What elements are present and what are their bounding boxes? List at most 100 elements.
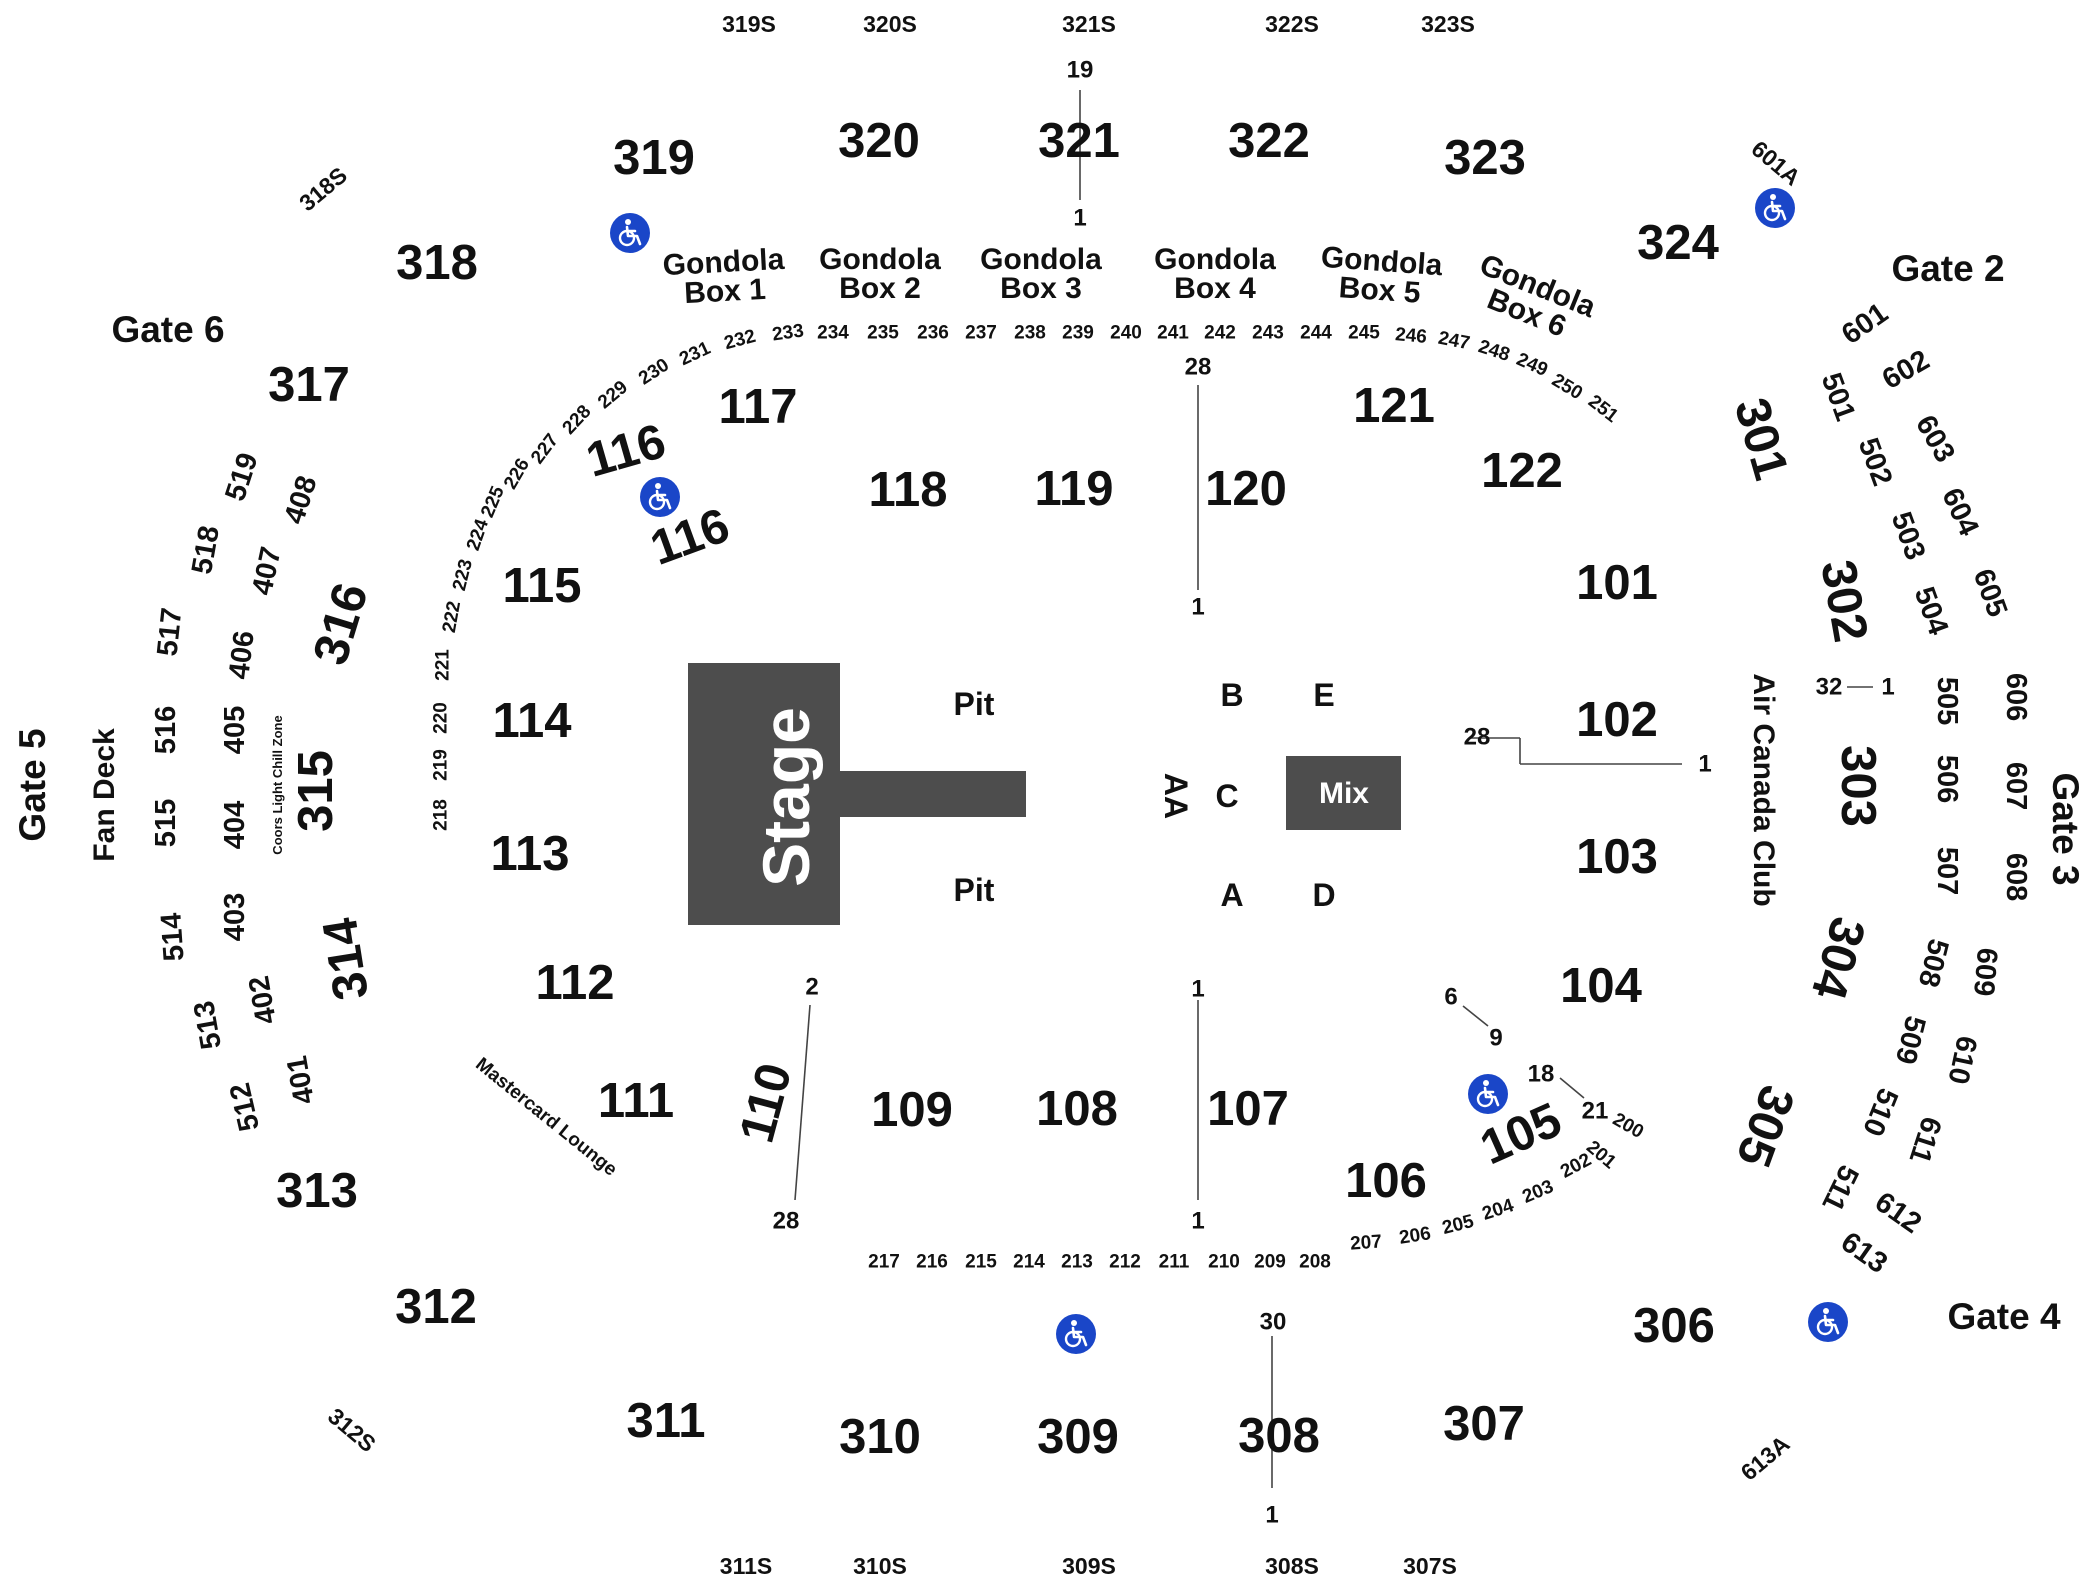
section-248[interactable]: 248 (1476, 336, 1513, 366)
section-238[interactable]: 238 (1014, 323, 1046, 344)
section-229[interactable]: 229 (594, 377, 632, 413)
gondola-box-5[interactable]: GondolaBox 5 (1318, 241, 1444, 311)
floor-b[interactable]: B (1220, 677, 1243, 713)
section-306[interactable]: 306 (1633, 1299, 1715, 1353)
section-241[interactable]: 241 (1157, 323, 1189, 344)
section-606[interactable]: 606 (2000, 673, 2032, 721)
suite-307s[interactable]: 307S (1403, 1553, 1457, 1579)
section-304[interactable]: 304 (1801, 911, 1875, 1004)
suite-311s[interactable]: 311S (720, 1553, 772, 1579)
section-405[interactable]: 405 (219, 706, 251, 754)
section-119[interactable]: 119 (1034, 462, 1113, 516)
section-510[interactable]: 510 (1856, 1084, 1904, 1141)
section-204[interactable]: 204 (1480, 1195, 1517, 1225)
section-102[interactable]: 102 (1576, 693, 1658, 747)
section-249[interactable]: 249 (1513, 349, 1551, 381)
section-307[interactable]: 307 (1443, 1397, 1525, 1451)
section-200[interactable]: 200 (1609, 1109, 1647, 1143)
suite-318s[interactable]: 318S (294, 162, 352, 216)
section-607[interactable]: 607 (2000, 762, 2032, 810)
suite-309s[interactable]: 309S (1062, 1553, 1116, 1579)
section-240[interactable]: 240 (1110, 323, 1142, 344)
section-612[interactable]: 612 (1869, 1186, 1927, 1240)
section-604[interactable]: 604 (1935, 483, 1984, 540)
section-519[interactable]: 519 (219, 449, 264, 505)
section-106[interactable]: 106 (1345, 1154, 1427, 1208)
section-206[interactable]: 206 (1398, 1223, 1433, 1249)
section-513[interactable]: 513 (188, 998, 228, 1051)
section-234[interactable]: 234 (817, 323, 849, 344)
section-508[interactable]: 508 (1912, 936, 1955, 991)
section-316[interactable]: 316 (303, 577, 379, 671)
section-305[interactable]: 305 (1726, 1078, 1805, 1173)
section-215[interactable]: 215 (965, 1252, 997, 1273)
section-207[interactable]: 207 (1349, 1231, 1382, 1254)
suite-323s[interactable]: 323S (1421, 11, 1475, 37)
section-121[interactable]: 121 (1353, 379, 1435, 433)
section-222[interactable]: 222 (439, 600, 465, 635)
section-402[interactable]: 402 (243, 973, 283, 1026)
section-401[interactable]: 401 (281, 1053, 321, 1106)
section-403[interactable]: 403 (219, 893, 251, 941)
section-310[interactable]: 310 (839, 1410, 921, 1464)
section-247[interactable]: 247 (1436, 328, 1471, 355)
section-232[interactable]: 232 (722, 326, 758, 354)
section-107[interactable]: 107 (1207, 1082, 1289, 1136)
floor-d[interactable]: D (1312, 877, 1335, 913)
section-110[interactable]: 110 (730, 1058, 803, 1148)
suite-322s[interactable]: 322S (1265, 11, 1319, 37)
section-108[interactable]: 108 (1036, 1082, 1118, 1136)
suite-319s[interactable]: 319S (722, 11, 776, 37)
section-237[interactable]: 237 (965, 323, 997, 344)
section-509[interactable]: 509 (1889, 1013, 1932, 1068)
section-214[interactable]: 214 (1013, 1252, 1045, 1273)
section-114[interactable]: 114 (492, 694, 571, 748)
section-203[interactable]: 203 (1519, 1176, 1556, 1208)
section-318[interactable]: 318 (396, 236, 478, 290)
section-516[interactable]: 516 (150, 706, 182, 754)
section-213[interactable]: 213 (1061, 1252, 1093, 1273)
section-408[interactable]: 408 (278, 472, 323, 528)
section-250[interactable]: 250 (1548, 370, 1586, 404)
section-118[interactable]: 118 (868, 463, 947, 517)
section-502[interactable]: 502 (1852, 434, 1899, 490)
section-218[interactable]: 218 (431, 799, 452, 831)
section-113[interactable]: 113 (490, 827, 569, 881)
section-220[interactable]: 220 (431, 702, 452, 734)
section-611[interactable]: 611 (1903, 1113, 1948, 1167)
section-219[interactable]: 219 (431, 749, 452, 781)
section-211[interactable]: 211 (1159, 1252, 1190, 1273)
floor-c[interactable]: C (1215, 778, 1238, 814)
section-610[interactable]: 610 (1941, 1033, 1982, 1087)
section-504[interactable]: 504 (1908, 583, 1955, 639)
suite-320s[interactable]: 320S (863, 11, 917, 37)
section-235[interactable]: 235 (867, 323, 899, 344)
section-236[interactable]: 236 (917, 323, 949, 344)
section-605[interactable]: 605 (1967, 565, 2014, 621)
section-233[interactable]: 233 (771, 320, 805, 345)
section-242[interactable]: 242 (1204, 323, 1236, 344)
section-308[interactable]: 308 (1238, 1409, 1320, 1463)
section-503[interactable]: 503 (1885, 508, 1932, 564)
section-122[interactable]: 122 (1481, 444, 1563, 498)
section-303[interactable]: 303 (1831, 745, 1885, 827)
section-217[interactable]: 217 (868, 1252, 900, 1273)
section-230[interactable]: 230 (635, 355, 673, 390)
section-314[interactable]: 314 (313, 914, 379, 1003)
floor-a[interactable]: A (1220, 877, 1243, 913)
section-512[interactable]: 512 (224, 1080, 266, 1134)
section-302[interactable]: 302 (1810, 556, 1877, 646)
section-224[interactable]: 224 (463, 516, 493, 553)
section-212[interactable]: 212 (1109, 1252, 1141, 1273)
section-601[interactable]: 601 (1836, 297, 1894, 351)
suite-310s[interactable]: 310S (853, 1553, 907, 1579)
section-208[interactable]: 208 (1299, 1252, 1331, 1273)
section-406[interactable]: 406 (223, 629, 261, 681)
section-103[interactable]: 103 (1576, 830, 1658, 884)
section-226[interactable]: 226 (500, 455, 534, 493)
section-216[interactable]: 216 (916, 1252, 948, 1273)
suite-613a[interactable]: 613A (1736, 1430, 1795, 1485)
section-309[interactable]: 309 (1037, 1410, 1119, 1464)
